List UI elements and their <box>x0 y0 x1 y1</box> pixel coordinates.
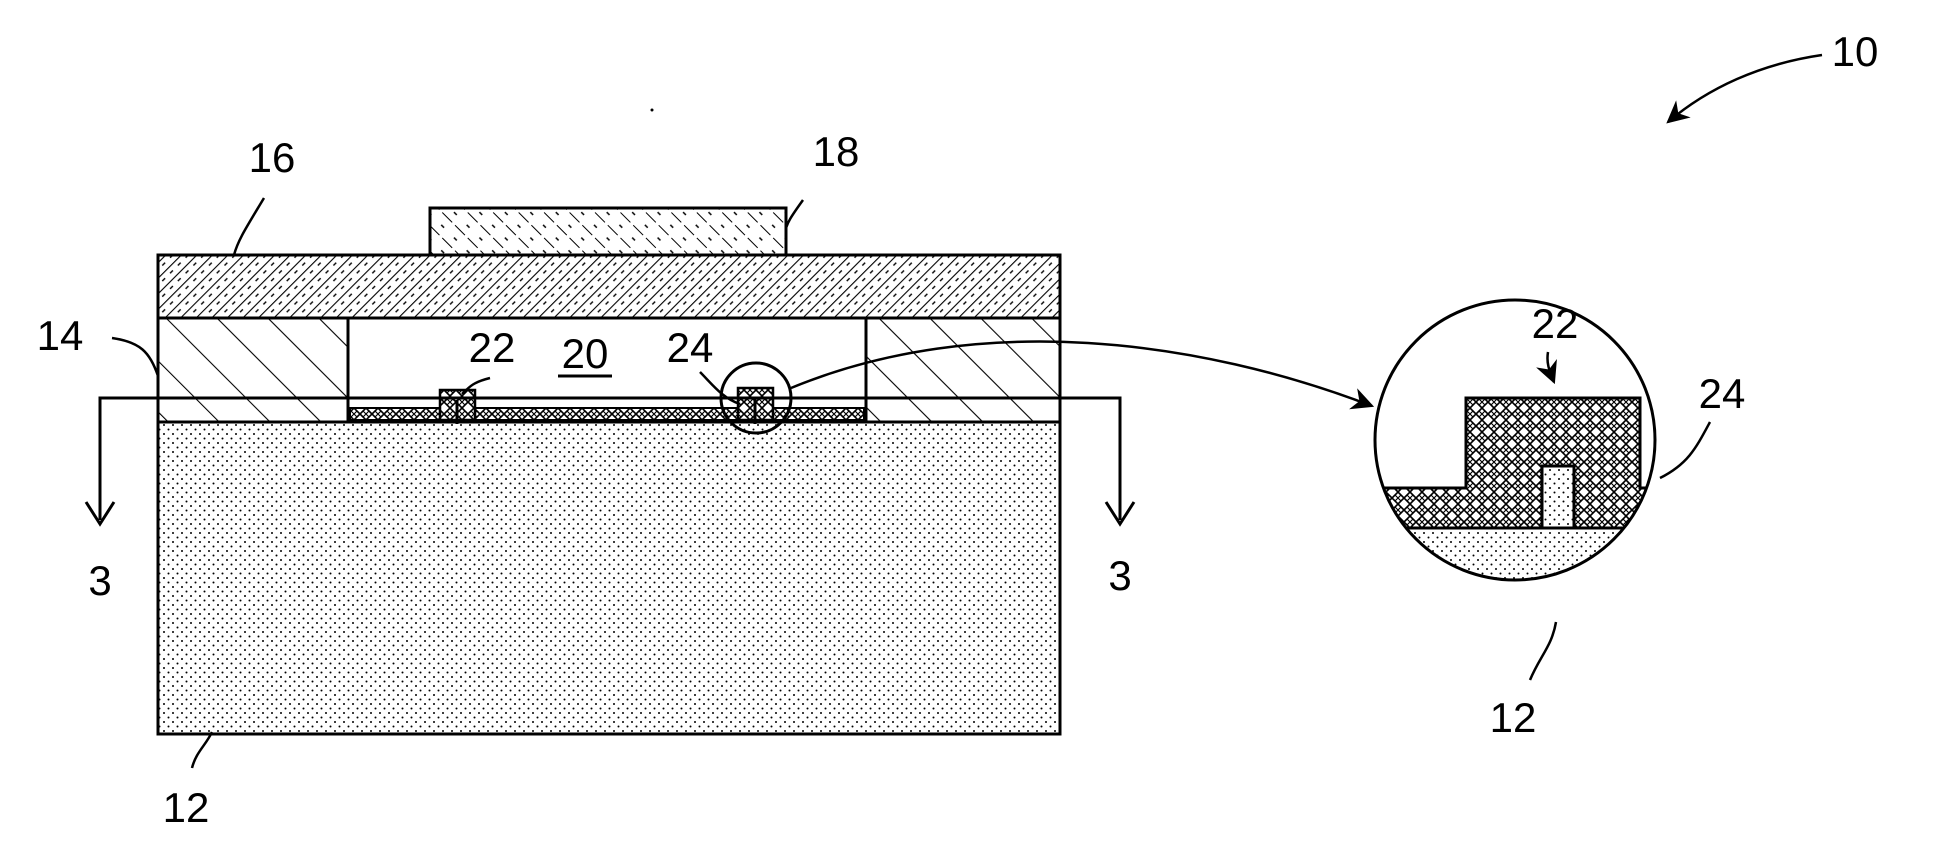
spacer-right-14 <box>866 318 1060 422</box>
section-label-left: 3 <box>88 557 111 604</box>
label-top-element-18: 18 <box>813 128 860 175</box>
substrate-12 <box>158 422 1060 734</box>
section-label-right: 3 <box>1108 552 1131 599</box>
feature-22-right <box>738 388 773 424</box>
detail-substrate-leader <box>1530 622 1556 680</box>
label-device-10: 10 <box>1832 28 1879 75</box>
label-spacer-14: 14 <box>37 312 84 359</box>
device-arrow <box>1668 55 1822 122</box>
cover-layer-16 <box>158 255 1060 318</box>
top-element-18 <box>430 208 786 255</box>
speck <box>651 109 654 112</box>
label-feature-22: 22 <box>469 324 516 371</box>
label-cavity-20: 20 <box>562 330 609 377</box>
detail-label-coating-24: 24 <box>1699 370 1746 417</box>
detail-coating-leader <box>1660 422 1710 478</box>
label-coating-24: 24 <box>667 324 714 371</box>
feature-22-left <box>440 390 475 424</box>
spacer-left-14 <box>158 318 348 422</box>
detail-view: 22 24 12 <box>1370 300 1745 741</box>
detail-label-substrate-12: 12 <box>1490 694 1537 741</box>
detail-label-feature-22: 22 <box>1532 300 1579 347</box>
label-cover-16: 16 <box>249 134 296 181</box>
cross-section-view <box>158 208 1372 734</box>
detail-substrate-post <box>1542 466 1574 528</box>
label-substrate-12: 12 <box>163 784 210 831</box>
